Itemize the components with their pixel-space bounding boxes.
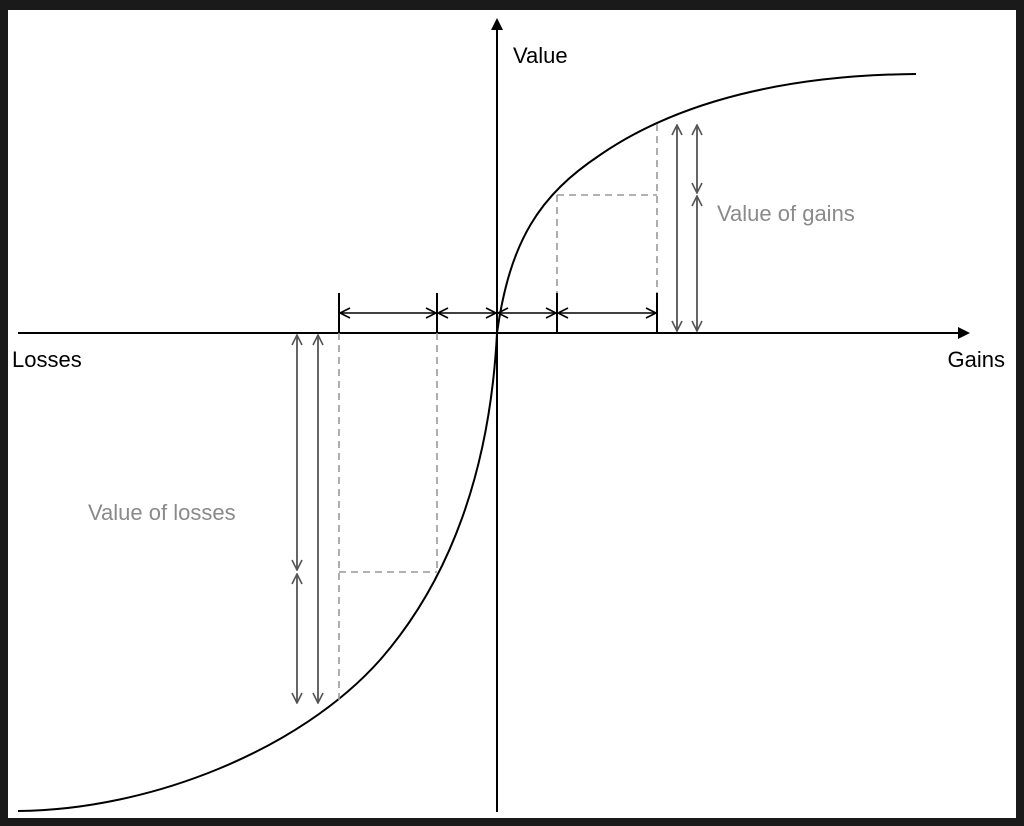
x-axis-positive-label: Gains (948, 347, 1005, 372)
losses-guides (338, 333, 438, 700)
value-curve-gains (496, 73, 917, 334)
x-axis-negative-label: Losses (12, 347, 82, 372)
gains-value-arrows (677, 125, 697, 331)
y-axis-label: Value (513, 43, 568, 68)
diagram-canvas (8, 10, 1016, 818)
gains-guides (556, 124, 658, 333)
losses-value-arrows (297, 335, 318, 703)
gains-annotation: Value of gains (717, 201, 855, 226)
losses-annotation: Value of losses (88, 500, 236, 525)
value-curve-losses (17, 332, 498, 812)
